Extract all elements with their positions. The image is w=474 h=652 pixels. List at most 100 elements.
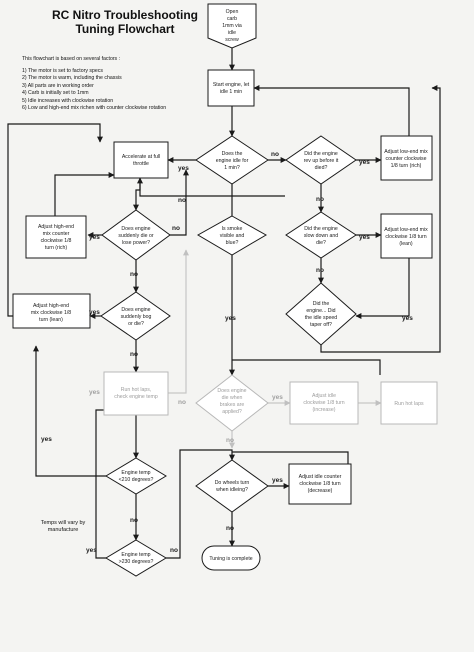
edge-label: no [271, 151, 279, 158]
connector [133, 178, 141, 211]
factor-item: 2) The motor is warm, including the chas… [22, 75, 122, 81]
factor-item: 6) Low and high-end mix richen with coun… [22, 105, 167, 111]
node-text: or die? [128, 321, 144, 327]
connector [232, 359, 381, 375]
connector [168, 249, 189, 394]
node-text: Does engine [121, 307, 150, 313]
edge-label: yes [89, 389, 100, 396]
node-text: idle [228, 30, 236, 36]
temp-210-decision: Engine temp <210 degrees? [105, 457, 167, 495]
node-text: engine... Did [306, 308, 335, 314]
node-text: 1/8 turn (rich) [391, 163, 422, 169]
factors-heading: This flowchart is based on several facto… [22, 56, 121, 62]
factors-list: This flowchart is based on several facto… [22, 56, 202, 113]
slow-down-decision: Did the engine slow down and die? [285, 211, 357, 259]
title-line-2: Tuning Flowchart [75, 22, 175, 36]
node-text: brakes are [220, 402, 245, 408]
edge-label: no [130, 271, 138, 278]
run-hot-laps-box: Run hot laps [380, 381, 438, 425]
node-text: clockwise 1/8 [41, 238, 72, 244]
connector [33, 345, 106, 477]
node-text: slow down and [304, 233, 338, 239]
connectors [7, 48, 441, 559]
node-text: turn (rich) [45, 245, 67, 251]
node-text: Adjust idle [312, 393, 336, 399]
edge-label: yes [89, 234, 100, 241]
connector [232, 451, 349, 468]
node-text: Did the engine [304, 226, 338, 232]
connector [54, 172, 115, 216]
edge-label: yes [41, 436, 52, 443]
edge-label: no [130, 351, 138, 358]
factor-item: 1) The motor is set to factory specs [22, 67, 103, 74]
edge-label: yes [359, 159, 370, 166]
adjust-idle-ccw-box: Adjust idle counter clockwise 1/8 turn (… [288, 463, 352, 505]
edge-label: no [178, 197, 186, 204]
connector [170, 169, 189, 236]
factor-item: 5) Idle increases with clockwise rotatio… [22, 97, 114, 104]
node-text: >230 degrees? [119, 559, 154, 565]
node-text: 1 min? [224, 165, 240, 171]
node-text: Adjust idle counter [299, 474, 342, 480]
node-text: Does engine [217, 388, 246, 394]
node-text: applied? [222, 409, 242, 415]
edge-label: yes [225, 315, 236, 322]
rev-up-decision: Did the engine rev up before it died? [285, 135, 357, 185]
node-text: rev up before it [304, 158, 339, 164]
node-text: Start engine, let [213, 82, 250, 88]
node-text: die when [222, 395, 243, 401]
wheels-turn-decision: Do wheels turn when idleing? [195, 459, 269, 513]
start-node: Open carb 1mm via idle screw [207, 3, 257, 49]
connector [320, 85, 441, 353]
temp-230-decision: Engine temp >230 degrees? [105, 539, 167, 577]
node-text: engine idle for [216, 158, 249, 164]
node-text: check engine temp [114, 394, 158, 400]
run-hot-laps-check-box: Run hot laps, check engine temp [103, 371, 169, 416]
node-text: Did the engine [304, 151, 338, 157]
node-text: counter clockwise [386, 156, 427, 162]
node-text: Adjust low-end mix [384, 149, 428, 155]
node-text: when idleing? [216, 487, 248, 493]
node-text: Engine temp [121, 470, 150, 476]
node-text: <210 degrees? [119, 477, 154, 483]
connector [355, 258, 410, 319]
edge-label: no [172, 225, 180, 232]
adjust-low-lean-box: Adjust low-end mix clockwise 1/8 turn (l… [380, 213, 433, 259]
connector [137, 177, 285, 197]
node-text: 1mm via [222, 23, 242, 29]
edge-label: yes [272, 394, 283, 401]
edge-label: yes [272, 477, 283, 484]
smoke-decision: Is smoke visible and blue? [196, 215, 268, 256]
node-text: idle 1 min [220, 89, 242, 95]
edge-label: no [178, 399, 186, 406]
node-text: clockwise 1/8 turn [385, 234, 426, 240]
node-text: mix clockwise 1/8 [31, 310, 71, 316]
node-text: the idle speed [305, 315, 337, 321]
node-text: Run hot laps [394, 401, 424, 407]
edge-label: no [226, 525, 234, 532]
edge-label: no [316, 196, 324, 203]
note-line-1: Temps will vary by [40, 520, 86, 526]
accelerate-box: Accelerate at full throttle [113, 141, 169, 179]
flowchart-title: RC Nitro Troubleshooting Tuning Flowchar… [0, 8, 250, 36]
node-text: Did the [313, 301, 330, 307]
tuning-complete-terminal: Tuning is complete [201, 545, 261, 571]
connector [95, 409, 106, 559]
node-text: carb [227, 16, 237, 22]
bog-decision: Does engine suddenly bog or die? [100, 291, 171, 341]
edge-label: no [170, 547, 178, 554]
factor-item: 3) All parts are in working order [22, 82, 94, 89]
edge-label: yes [402, 315, 413, 322]
edge-label: yes [178, 165, 189, 172]
edge-label: no [130, 517, 138, 524]
node-text: throttle [133, 161, 149, 167]
node-text: Adjust high-end [38, 224, 74, 230]
node-text: Accelerate at full [122, 154, 160, 160]
node-text: (lean) [399, 241, 413, 247]
node-text: Open [226, 9, 239, 15]
node-text: screw [225, 37, 239, 43]
node-text: Is smoke [222, 226, 243, 232]
edge-label: yes [86, 547, 97, 554]
edge-labels: yes no yes no no yes no yes yes no no ye… [41, 151, 413, 554]
node-text: (decrease) [308, 488, 333, 494]
